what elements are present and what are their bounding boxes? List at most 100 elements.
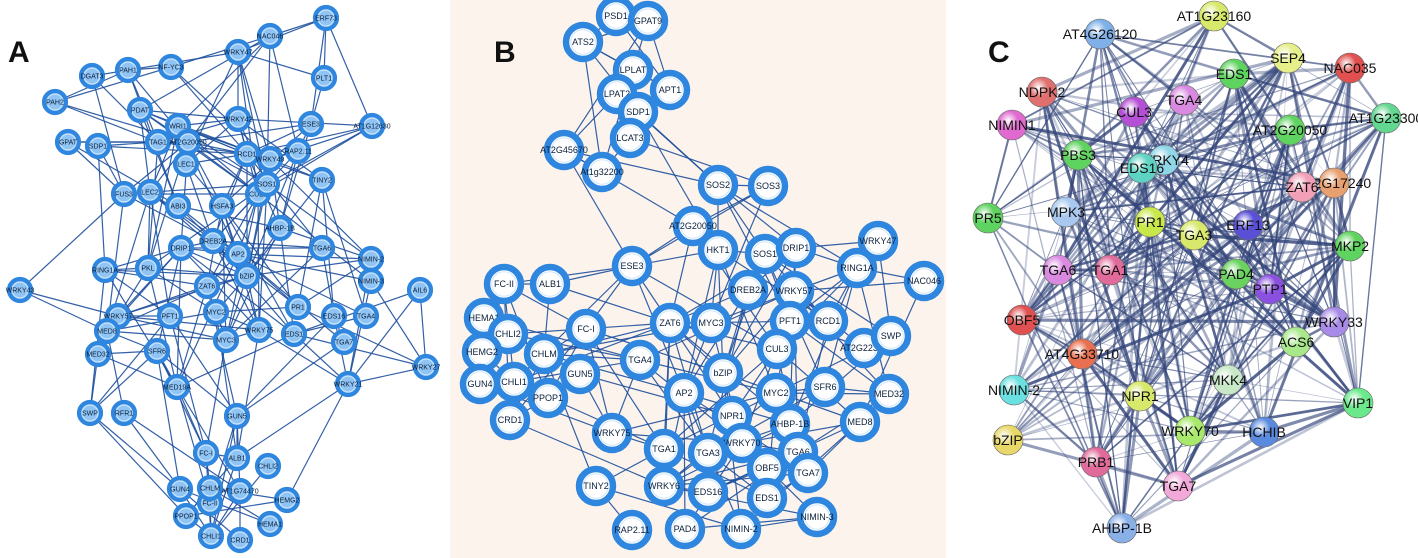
node-erf73[interactable]: ERF73 (312, 4, 340, 32)
node-tga7[interactable]: TGA7 (330, 328, 358, 356)
node-at4g33710[interactable]: AT4G33710 (1045, 338, 1120, 370)
node-ahbp-1b[interactable]: AHBP-1B (265, 214, 295, 242)
node-wrky33[interactable]: WRKY33 (1305, 306, 1363, 338)
node-rap2-11[interactable]: RAP2.11 (284, 137, 312, 165)
node-wrky47[interactable]: WRKY47 (224, 38, 253, 66)
node-drip1[interactable]: DRIP1 (775, 227, 817, 269)
node-ail6[interactable]: AIL6 (406, 276, 434, 304)
node-dgat3[interactable]: DGAT3 (78, 62, 106, 90)
node-mkk4[interactable]: MKK4 (1209, 364, 1247, 396)
node-bzip[interactable]: bZIP (233, 262, 261, 290)
node-myc3[interactable]: MYC3 (212, 326, 240, 354)
node-eds16[interactable]: EDS16 (687, 471, 729, 513)
node-ap2[interactable]: AP2 (663, 372, 705, 414)
node-gun5[interactable]: GUN5 (223, 402, 251, 430)
node-lcat3[interactable]: LCAT3 (609, 117, 651, 159)
node-at1g23160[interactable]: AT1G23160 (1177, 0, 1252, 32)
node-nac046[interactable]: NAC046 (903, 260, 945, 302)
node-swp[interactable]: SWP (76, 399, 104, 427)
node-obf5[interactable]: OBF5 (1004, 304, 1041, 336)
node-tga6[interactable]: TGA6 (1040, 254, 1077, 286)
node-myc2[interactable]: MYC2 (755, 372, 797, 414)
node-ahbp-1b[interactable]: AHBP-1B (1092, 512, 1152, 544)
node-hchib[interactable]: HCHIB (1242, 416, 1286, 448)
node-nac046[interactable]: NAC046 (257, 22, 284, 50)
node-eds1[interactable]: EDS1 (280, 320, 308, 348)
node-nimin1[interactable]: NIMIN1 (988, 109, 1036, 141)
node-gun4[interactable]: GUN4 (166, 475, 194, 503)
node-pr1[interactable]: PR1 (1134, 206, 1166, 238)
node-ptp1[interactable]: PTP1 (1252, 273, 1288, 305)
node-ats2[interactable]: ATS2 (562, 21, 604, 63)
node-bzip[interactable]: bZIP (992, 424, 1024, 456)
node-tga4[interactable]: TGA4 (352, 302, 380, 330)
node-erf13[interactable]: ERF13 (1226, 209, 1270, 241)
node-ese3[interactable]: ESE3 (611, 245, 653, 287)
node-abi3[interactable]: ABI3 (164, 192, 192, 220)
node-ring1a[interactable]: RING1A (836, 247, 878, 289)
node-crd1[interactable]: CRD1 (489, 399, 531, 441)
node-pah1[interactable]: PAH1 (114, 56, 142, 84)
node-obf5[interactable]: OBF5 (746, 447, 788, 489)
node-acs6[interactable]: ACS6 (1278, 326, 1315, 358)
node-sfr6[interactable]: SFR6 (143, 337, 171, 365)
node-zat6[interactable]: ZAT6 (649, 302, 691, 344)
node-prb1[interactable]: PRB1 (1078, 446, 1115, 478)
node-nimin-2[interactable]: NIMIN-2 (357, 245, 384, 273)
node-chli2[interactable]: CHLI2 (254, 452, 282, 480)
node-dreb2a[interactable]: DREB2A (727, 269, 769, 311)
node-chlm[interactable]: CHLM (523, 333, 565, 375)
node-rcd1[interactable]: RCD1 (807, 300, 849, 342)
node-med32[interactable]: MED32 (868, 373, 910, 415)
node-lec1[interactable]: LEC1 (172, 150, 200, 178)
node-nac035[interactable]: NAC035 (1324, 52, 1377, 84)
node-ring1a[interactable]: RING1A (91, 256, 118, 284)
node-sos2[interactable]: SOS2 (697, 164, 739, 206)
node-alb1[interactable]: ALB1 (529, 263, 571, 305)
node-at1g74470[interactable]: AT1G74470 (221, 477, 259, 505)
node-mkp2[interactable]: MKP2 (1331, 230, 1369, 262)
node-wrky27[interactable]: WRKY27 (412, 353, 440, 381)
node-gpat9[interactable]: GPAT9 (627, 0, 669, 42)
node-at1g23300[interactable]: AT1G23300 (1349, 102, 1418, 134)
node-cul3[interactable]: CUL3 (756, 328, 798, 370)
node-eds1[interactable]: EDS1 (1216, 58, 1253, 90)
node-fc-ii[interactable]: FC-II (483, 263, 525, 305)
node-ese3[interactable]: ESE3 (297, 110, 325, 138)
node-pbs3[interactable]: PBS3 (1060, 139, 1096, 171)
node-gun5[interactable]: GUN5 (559, 353, 601, 395)
node-vip1[interactable]: VIP1 (1342, 387, 1374, 419)
node-pad4[interactable]: PAD4 (664, 508, 706, 550)
node-med8[interactable]: MED8 (93, 317, 121, 345)
node-myc3[interactable]: MYC3 (690, 302, 732, 344)
node-myc2[interactable]: MYC2 (202, 298, 230, 326)
node-ndpk2[interactable]: NDPK2 (1019, 76, 1066, 108)
node-crd1[interactable]: CRD1 (226, 526, 254, 554)
node-cul3[interactable]: CUL3 (1116, 96, 1152, 128)
node-ppop1[interactable]: PPOP1 (172, 502, 200, 530)
node-lec2[interactable]: LEC2 (136, 178, 164, 206)
node-dreb2a[interactable]: DREB2A (199, 227, 227, 255)
node-drip1[interactable]: DRIP1 (167, 234, 195, 262)
node-plt1[interactable]: PLT1 (310, 64, 338, 92)
node-sos3[interactable]: SOS3 (747, 165, 789, 207)
node-wrky42[interactable]: WRKY42 (224, 105, 253, 133)
node-rap2-11[interactable]: RAP2.11 (611, 509, 653, 551)
node-nf-yc3[interactable]: NF-YC3 (157, 53, 185, 81)
node-ap2[interactable]: AP2 (224, 240, 252, 268)
node-tga1[interactable]: TGA1 (643, 428, 685, 470)
node-gpat[interactable]: GPAT (54, 128, 82, 156)
node-eds16[interactable]: EDS16 (1120, 152, 1165, 184)
node-wrky49[interactable]: WRKY49 (256, 145, 285, 173)
node-bzip[interactable]: bZIP (702, 352, 744, 394)
node-at2g20050[interactable]: AT2G20050 (669, 205, 717, 247)
node-mpk3[interactable]: MPK3 (1047, 196, 1085, 228)
node-chli1[interactable]: CHLI1 (197, 522, 225, 550)
node-ppop1[interactable]: PPOP1 (527, 377, 569, 419)
node-pr5[interactable]: PR5 (972, 202, 1004, 234)
node-med8[interactable]: MED8 (839, 401, 881, 443)
node-tga4[interactable]: TGA4 (619, 339, 661, 381)
node-wrky47[interactable]: WRKY47 (857, 220, 899, 262)
node-tga6[interactable]: TGA6 (308, 234, 336, 262)
node-pr1[interactable]: PR1 (284, 293, 312, 321)
